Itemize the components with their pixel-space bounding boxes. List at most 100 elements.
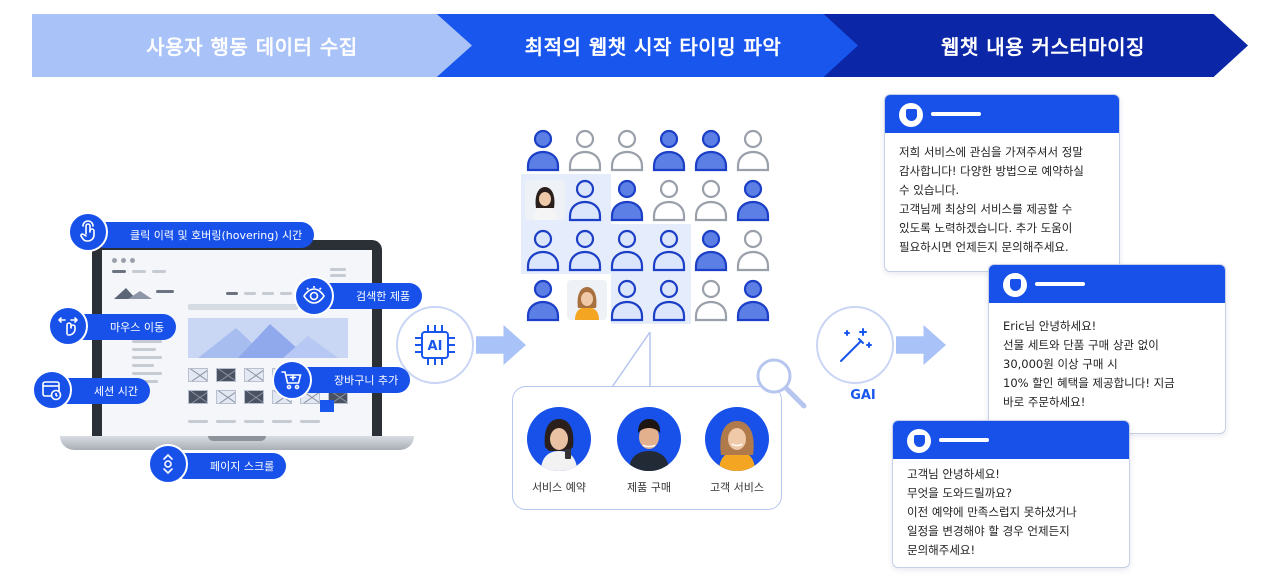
person-icon (652, 229, 686, 272)
user-photo (525, 180, 565, 220)
persona-product-purchase-avatar (617, 407, 681, 471)
step-customize-banner: 웹챗 내용 커스터마이징 (818, 14, 1248, 77)
tag-page-scroll: 페이지 스크롤 (172, 453, 287, 479)
callout-tail (610, 332, 656, 390)
screen-cursor-block (320, 400, 334, 412)
chat-line: 10% 할인 혜택을 제공합니다! 지금 (1003, 376, 1175, 390)
screen-hero-banner (188, 318, 348, 358)
chat-line: 필요하시면 언제든지 문의해주세요. (899, 240, 1069, 254)
person-icon (694, 129, 728, 172)
persona-service-booking: 서비스 예약 (519, 407, 599, 495)
tag-click-history-label: 클릭 이력 및 호버링(hovering) 시간 (130, 229, 303, 242)
persona-product-purchase-label: 제품 구매 (627, 481, 671, 494)
person-icon (736, 129, 770, 172)
persona-customer-service: 고객 서비스 (697, 407, 777, 495)
mouse-move-icon (48, 306, 88, 346)
touch-icon (68, 212, 108, 252)
chat-line: 고객님 안녕하세요! (907, 467, 1000, 481)
person-icon (652, 179, 686, 222)
person-icon (610, 179, 644, 222)
person-icon (652, 129, 686, 172)
arrow-to-chat (896, 325, 946, 365)
person-icon (736, 279, 770, 322)
gai-label: GAI (850, 388, 876, 403)
tag-session-time-label: 세션 시간 (94, 385, 138, 398)
laptop-base (60, 436, 414, 450)
chat-card-header (893, 421, 1129, 459)
chat-card-product-purchase: Eric님 안녕하세요! 선물 세트와 단품 구매 상관 없이 30,000원 … (988, 264, 1226, 434)
chat-card-message: 고객님 안녕하세요! 무엇을 도와드릴까요? 이전 예약에 만족스럽지 못하셨거… (893, 459, 1129, 560)
eye-icon (294, 276, 334, 316)
chat-line: 선물 세트와 단품 구매 상관 없이 (1003, 338, 1159, 352)
tag-session-time: 세션 시간 (56, 378, 150, 404)
chat-line: 감사합니다! 다양한 방법으로 예약하실 (899, 164, 1084, 178)
persona-callout: 서비스 예약 제품 구매 고객 서비스 (512, 386, 782, 510)
chat-card-service-booking: 저희 서비스에 관심을 가져주셔서 정말 감사합니다! 다양한 방법으로 예약하… (884, 94, 1120, 272)
person-icon (694, 179, 728, 222)
laptop-screen (102, 250, 372, 438)
chatbot-logo-icon (907, 429, 931, 453)
magnifier-icon (756, 358, 807, 409)
chat-card-header (989, 265, 1225, 303)
person-icon (736, 229, 770, 272)
person-icon (652, 279, 686, 322)
chat-line: 30,000원 이상 구매 시 (1003, 357, 1118, 371)
chat-card-message: 저희 서비스에 관심을 가져주셔서 정말 감사합니다! 다양한 방법으로 예약하… (885, 133, 1119, 257)
tag-searched-product: 검색한 제품 (318, 283, 423, 309)
tag-page-scroll-label: 페이지 스크롤 (210, 460, 275, 473)
person-icon (694, 229, 728, 272)
chat-line: 바로 주문하세요! (1003, 395, 1086, 409)
chat-line: 문의해주세요! (907, 543, 976, 557)
step-collect-banner: 사용자 행동 데이터 수집 (32, 14, 472, 77)
step-timing-label: 최적의 웹챗 시작 타이밍 파악 (524, 35, 782, 59)
person-icon (526, 129, 560, 172)
tag-mouse-move: 마우스 이동 (72, 314, 177, 340)
scroll-icon (148, 444, 188, 484)
tag-cart-add-label: 장바구니 추가 (334, 374, 399, 387)
chat-line: 일정을 변경해야 할 경우 언제든지 (907, 524, 1070, 538)
laptop-notch (208, 436, 266, 441)
person-icon (610, 129, 644, 172)
cart-icon (272, 360, 312, 400)
ai-chip-label: AI (428, 339, 443, 354)
mini-mountain-graphic (114, 284, 154, 299)
chat-card-message: Eric님 안녕하세요! 선물 세트와 단품 구매 상관 없이 30,000원 … (989, 303, 1225, 412)
chat-line: 고객님께 최상의 서비스를 제공할 수 (899, 202, 1073, 216)
person-icon (568, 229, 602, 272)
chat-line: 저희 서비스에 관심을 가져주셔서 정말 (899, 145, 1083, 159)
person-icon (694, 279, 728, 322)
person-icon (736, 179, 770, 222)
tag-click-history: 클릭 이력 및 호버링(hovering) 시간 (92, 222, 315, 248)
person-icon (526, 279, 560, 322)
person-icon (568, 129, 602, 172)
magic-wand-icon (816, 306, 894, 384)
step-customize-label: 웹챗 내용 커스터마이징 (941, 35, 1145, 59)
chat-line: 이전 예약에 만족스럽지 못하셨거나 (907, 505, 1077, 519)
chat-card-customer-service: 고객님 안녕하세요! 무엇을 도와드릴까요? 이전 예약에 만족스럽지 못하셨거… (892, 420, 1130, 568)
person-icon (610, 229, 644, 272)
tag-cart-add: 장바구니 추가 (296, 367, 411, 393)
chatbot-logo-icon (1003, 273, 1027, 297)
person-icon (610, 279, 644, 322)
persona-customer-service-label: 고객 서비스 (709, 481, 765, 494)
window-dots (112, 258, 135, 263)
tag-searched-product-label: 검색한 제품 (356, 290, 411, 303)
persona-product-purchase: 제품 구매 (609, 407, 689, 495)
tag-mouse-move-label: 마우스 이동 (110, 321, 165, 334)
clock-window-icon (32, 370, 72, 410)
chat-line: 있도록 노력하겠습니다. 추가 도움이 (899, 221, 1073, 235)
person-icon (568, 179, 602, 222)
chat-line: 무엇을 도와드릴까요? (907, 486, 1012, 500)
user-photo (567, 280, 607, 320)
ai-chip-icon: AI (396, 306, 474, 384)
persona-service-booking-label: 서비스 예약 (531, 481, 587, 494)
chatbot-logo-icon (899, 103, 923, 127)
person-icon (526, 229, 560, 272)
arrow-to-timing (476, 325, 526, 365)
persona-service-booking-avatar (527, 407, 591, 471)
step-timing-banner: 최적의 웹챗 시작 타이밍 파악 (428, 14, 858, 77)
user-persona-grid (521, 124, 785, 324)
step-collect-label: 사용자 행동 데이터 수집 (146, 35, 358, 59)
chat-line: 수 있습니다. (899, 183, 960, 197)
persona-customer-service-avatar (705, 407, 769, 471)
